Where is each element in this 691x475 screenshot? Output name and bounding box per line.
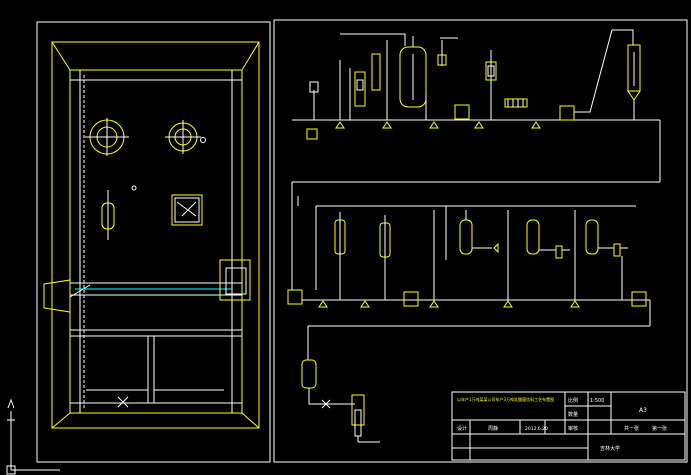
pump-9 xyxy=(503,300,513,308)
storage-tank xyxy=(301,359,317,389)
process-flow-upper xyxy=(291,29,661,290)
scale-value: 1:500 xyxy=(590,398,604,404)
tank-lower-1 xyxy=(287,289,303,305)
vertical-vessel-plan xyxy=(101,190,115,240)
drawing-date: 2012.6.20 xyxy=(525,426,548,432)
floor-plan-frame xyxy=(36,21,271,463)
fermenter-lower-2 xyxy=(526,219,540,255)
small-valve-mark xyxy=(131,185,137,191)
sheet-of-total: 共一张 xyxy=(624,425,639,432)
control-panel-plan xyxy=(171,194,203,226)
pump-7 xyxy=(360,300,370,308)
floor-plan xyxy=(36,21,271,463)
side-annex xyxy=(219,259,251,301)
review-label: 审核 xyxy=(568,425,578,432)
title-block xyxy=(451,391,686,461)
tank-lower-2 xyxy=(403,291,419,307)
pump-2 xyxy=(382,121,392,129)
tank-lower-3 xyxy=(631,291,647,307)
large-tank-left xyxy=(85,118,129,156)
mixing-tank-1 xyxy=(354,71,366,107)
ucs-axis-icon xyxy=(6,398,60,475)
sterile-air-filter xyxy=(437,54,447,66)
filter-lower-1 xyxy=(555,245,563,259)
drawing-description: 以年产1万吨某某公司年产3万吨乳酸菌饮料工艺布置图 xyxy=(457,396,554,402)
fermenter-lower-3 xyxy=(585,219,599,255)
pump-1 xyxy=(335,121,345,129)
plate-heat-exchanger xyxy=(504,98,528,108)
entrance-canopy xyxy=(43,279,71,313)
pump-8 xyxy=(429,300,439,308)
pump-6 xyxy=(318,300,328,308)
qty-label: 数量 xyxy=(568,411,578,418)
scale-label: 比例 xyxy=(568,397,578,404)
sheet-number: 第一张 xyxy=(652,425,667,432)
school-name: 吉林大学 xyxy=(600,445,620,452)
homogenizer xyxy=(454,104,470,120)
building-inner-wall xyxy=(69,69,243,414)
filter-lower-2 xyxy=(613,243,621,257)
title-block-frame xyxy=(451,391,686,461)
buffer-tank xyxy=(559,105,575,121)
pump-10 xyxy=(570,300,580,308)
pump-3 xyxy=(429,121,439,129)
process-frame xyxy=(273,19,688,463)
designer-label: 设计 xyxy=(457,425,467,432)
building-outer-wall xyxy=(51,41,260,429)
pump-4 xyxy=(474,121,484,129)
large-tank-right xyxy=(165,120,206,154)
fermenter-lower-1 xyxy=(459,219,473,255)
raw-material-hopper xyxy=(306,128,318,140)
mixing-tank-2 xyxy=(371,53,381,91)
pump-5 xyxy=(531,121,541,129)
sheet-size: A3 xyxy=(639,407,647,414)
designer-name: 周静 xyxy=(488,425,498,432)
process-flow-lower xyxy=(287,196,651,443)
filling-machine xyxy=(351,394,365,426)
